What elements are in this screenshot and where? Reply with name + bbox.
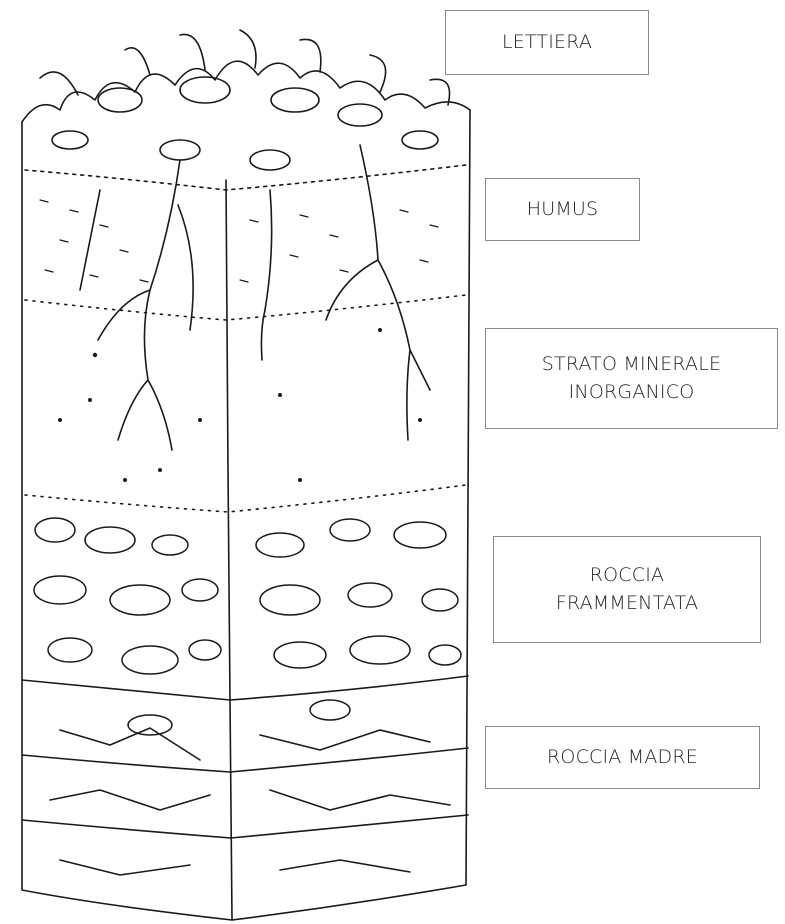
bedrock-layer-1: [22, 748, 468, 772]
humus-boundary: [25, 165, 466, 190]
mineral-dots: [58, 328, 422, 482]
roots: [80, 145, 430, 450]
label-roccia-madre: ROCCIA MADRE: [485, 726, 760, 789]
soil-column-outline: [22, 110, 470, 920]
leaf-litter-layer: [22, 30, 470, 170]
bedrock-layer-2: [22, 815, 468, 838]
bedrock-boundary: [22, 676, 468, 700]
label-humus: HUMUS: [485, 178, 640, 241]
soil-column-front-edge: [226, 180, 232, 920]
label-lettiera: LETTIERA: [445, 10, 649, 75]
fragment-boundary: [25, 485, 466, 512]
humus-texture: [40, 200, 438, 282]
label-roccia-frammentata: ROCCIA FRAMMENTATA: [493, 536, 761, 643]
mineral-boundary: [25, 295, 466, 320]
label-strato-minerale-inorganico: STRATO MINERALE INORGANICO: [485, 328, 778, 429]
rock-fragments: [34, 518, 461, 735]
